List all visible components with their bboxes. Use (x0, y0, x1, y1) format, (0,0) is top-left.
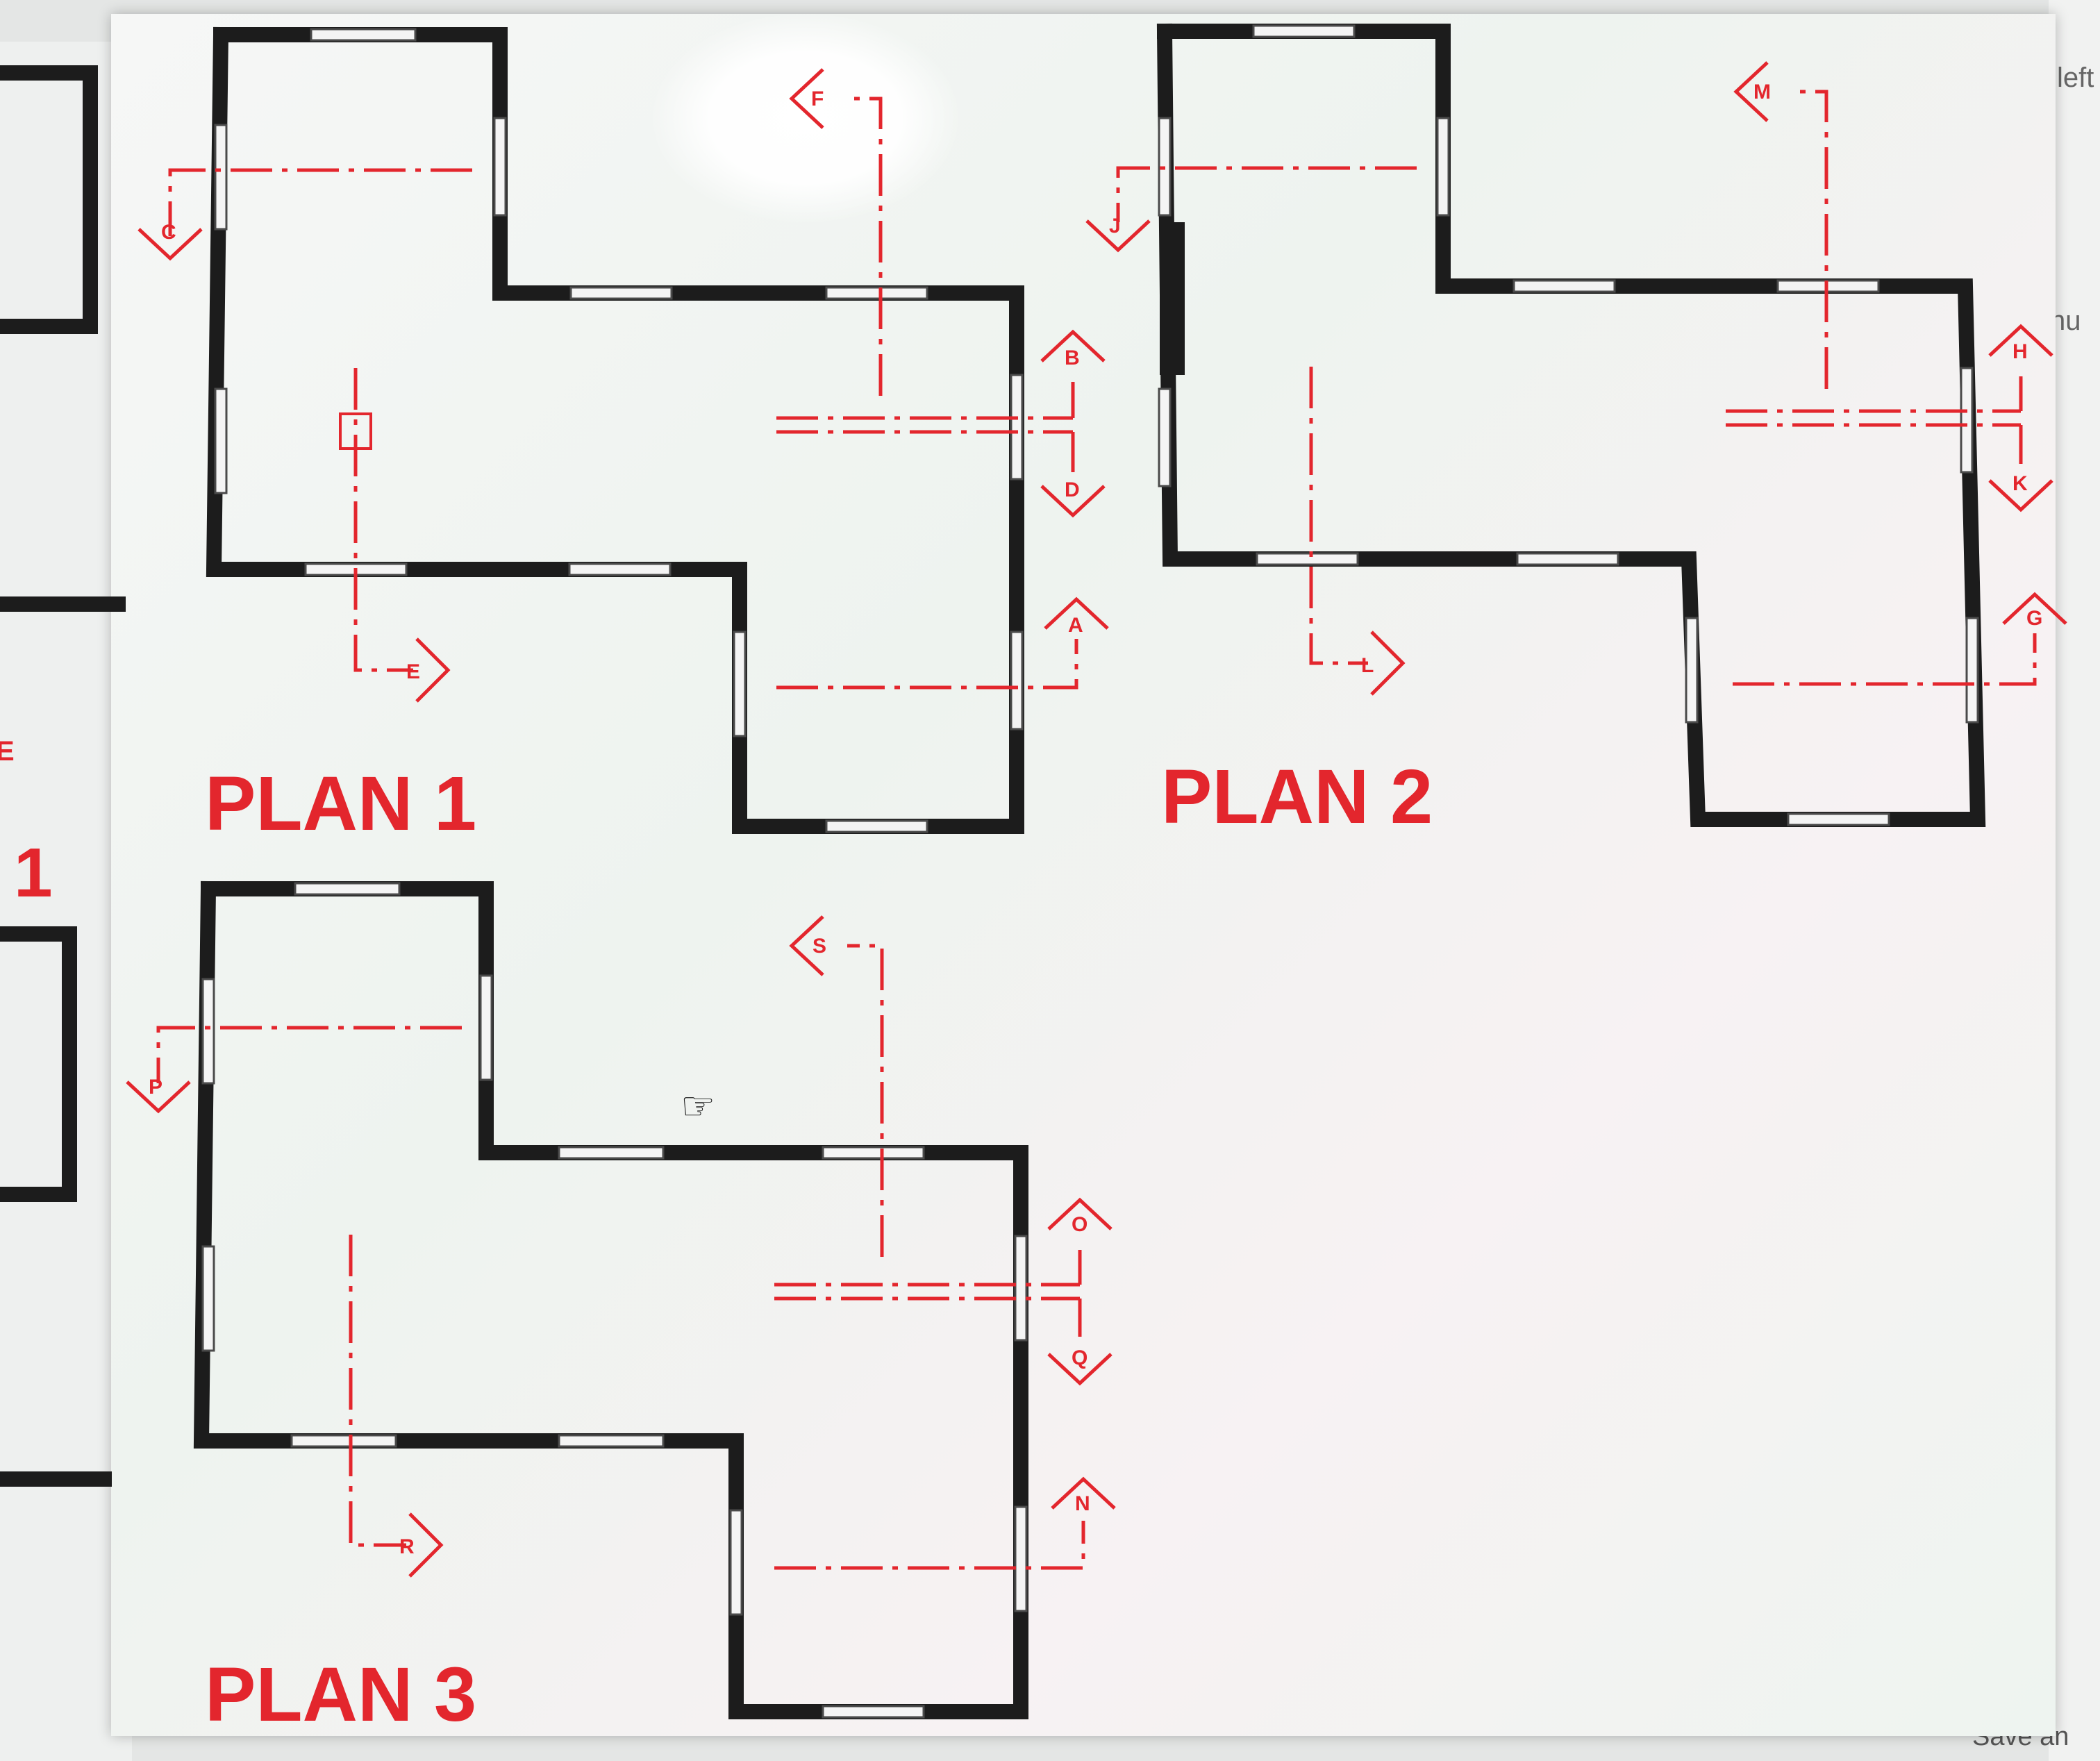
section-label-b: B (1065, 347, 1080, 369)
plan-1-section-lines: C F B D A E (138, 68, 1109, 703)
section-arrow-h (1988, 324, 2053, 357)
plan-2-windows (1158, 24, 1979, 826)
plan-3: P S O Q N R PLAN 3 (126, 880, 1116, 1737)
plan-3-title: PLAN 3 (205, 1652, 476, 1737)
section-label-g: G (2026, 607, 2042, 630)
section-label-p: P (149, 1076, 162, 1099)
section-label-f: F (811, 87, 824, 110)
section-label-h: H (2012, 340, 2028, 363)
section-arrow-j (1085, 219, 1151, 253)
section-arrow-m (1733, 61, 1769, 122)
section-label-e: E (406, 660, 420, 683)
background-section-marker: E (0, 736, 15, 767)
plan-2-wall-segment (1160, 222, 1185, 375)
section-label-n: N (1075, 1492, 1090, 1515)
section-label-m: M (1753, 81, 1771, 103)
section-arrow-a (1044, 596, 1109, 630)
section-label-c: C (161, 221, 176, 244)
drawing-screen (111, 14, 2056, 1736)
section-label-j: J (1109, 215, 1121, 237)
plan-3-windows (201, 882, 1028, 1719)
section-arrow-o (1047, 1197, 1112, 1230)
section-label-l: L (1361, 654, 1374, 677)
section-arrow-r (408, 1512, 444, 1578)
plan-2-walls (1156, 23, 1986, 827)
screen-glare (653, 14, 958, 222)
plan-3-section-lines: P S O Q N R (126, 915, 1116, 1578)
section-arrow-b (1040, 329, 1106, 362)
plan-2-title: PLAN 2 (1161, 754, 1433, 840)
section-arrow-s (789, 915, 824, 976)
plan-1-title: PLAN 1 (205, 761, 476, 846)
section-arrow-l (1370, 631, 1406, 696)
background-right-text: left (2057, 62, 2094, 93)
section-label-r: R (399, 1535, 415, 1558)
background-plan-fragments (0, 65, 126, 1487)
section-arrow-n (1051, 1476, 1116, 1510)
section-label-o: O (1072, 1213, 1088, 1236)
section-arrow-e (415, 637, 451, 703)
section-label-k: K (2012, 472, 2028, 495)
plan-1: C F B D A E PLAN 1 (138, 26, 1109, 846)
hand-pointer-icon: ☞ (681, 1084, 716, 1128)
section-label-q: Q (1072, 1346, 1088, 1369)
section-arrow-k (1988, 479, 2053, 512)
plan-2: J M H K G L PLAN 2 (1085, 23, 2067, 840)
background-plan-number: 1 (14, 834, 53, 912)
section-arrow-g (2002, 592, 2067, 625)
section-label-d: D (1065, 478, 1080, 501)
section-arrow-f (789, 68, 824, 129)
plan-2-section-lines: J M H K G L (1085, 61, 2067, 696)
section-marker-box (339, 412, 372, 450)
section-label-a: A (1068, 614, 1083, 637)
section-label-s: S (812, 935, 826, 958)
section-arrow-d (1040, 485, 1106, 518)
section-arrow-q (1047, 1353, 1112, 1386)
section-arrow-c (138, 228, 203, 261)
plan-1-windows (214, 28, 1024, 833)
section-arrow-p (126, 1080, 191, 1114)
background-right-panel: left nu (2049, 0, 2100, 1761)
